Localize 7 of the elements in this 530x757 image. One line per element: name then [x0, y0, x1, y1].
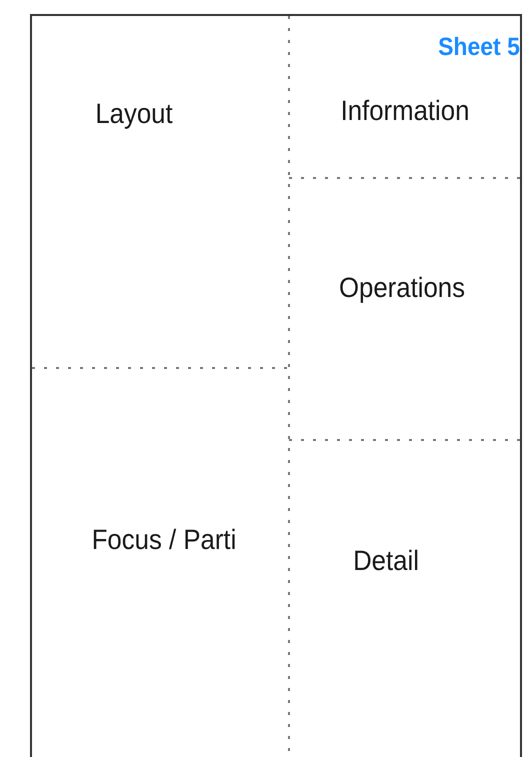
- region-label: Information: [340, 95, 470, 127]
- sheet-frame: [30, 14, 522, 757]
- region-label: Layout: [95, 98, 173, 130]
- region-label: Operations: [339, 272, 465, 304]
- region-label: Focus / Parti: [92, 524, 236, 556]
- sheet-number: Sheet 5: [438, 33, 520, 62]
- region-label: Detail: [353, 545, 419, 577]
